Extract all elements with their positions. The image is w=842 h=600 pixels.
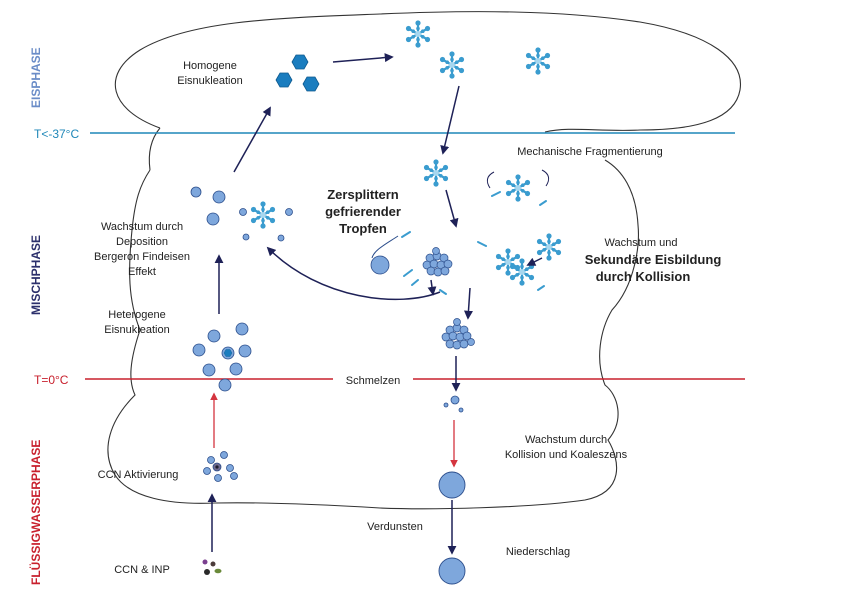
label-homogene-line2: Eisnukleation <box>177 75 242 87</box>
label-wachstum-sek-line1: Wachstum und <box>605 237 678 249</box>
label-schmelzen: Schmelzen <box>346 375 400 387</box>
aerosol-particle-icon <box>202 559 222 575</box>
hexagon-ice-icon <box>302 76 320 92</box>
fragment-curve-right <box>541 169 550 187</box>
temp-label-minus37: T<-37°C <box>34 127 79 141</box>
snowflake-icon <box>508 257 536 287</box>
label-niederschlag: Niederschlag <box>506 546 570 558</box>
phase-label-fluessig: FLÜSSIGWASSERPHASE <box>28 440 43 585</box>
raindrop-precipitation <box>438 557 466 585</box>
snowflake-icon <box>249 200 277 230</box>
phase-label-misch: MISCHPHASE <box>29 235 43 315</box>
arrow-collision-to-cluster <box>526 257 543 266</box>
droplet-group-deposition <box>190 186 293 242</box>
label-wachstum-deposition-line1: Wachstum durch <box>101 221 183 233</box>
hexagon-ice-icon <box>223 349 233 357</box>
arrow-splinter-back <box>266 246 441 301</box>
droplet-group-heterogeneous <box>192 322 252 392</box>
label-zersplittern-line2: gefrierender <box>325 204 401 219</box>
liquid-arrows <box>210 392 458 468</box>
label-verdunsten: Verdunsten <box>367 521 423 533</box>
snowflake-icon <box>524 46 552 76</box>
label-zersplittern-line1: Zersplittern <box>327 187 399 202</box>
label-wachstum-kollision-line2: Kollision und Koaleszens <box>505 449 628 461</box>
phase-label-eis: EISPHASE <box>29 47 43 108</box>
snowflake-icon <box>494 247 522 277</box>
label-ccn-inp: CCN & INP <box>114 564 170 576</box>
label-wachstum-sek-line2: Sekundäre Eisbildung <box>585 252 722 267</box>
mixed-cloud-outline <box>107 159 639 510</box>
arrow-deposition-to-homog <box>233 106 271 173</box>
label-wachstum-sek-line3: durch Kollision <box>596 269 691 284</box>
arrow-flakes-down <box>440 85 460 155</box>
arrow-flake-to-riming <box>445 189 459 228</box>
snowflake-icon <box>504 173 532 203</box>
hexagon-ice-icon <box>291 54 309 70</box>
freezing-droplet-icon <box>370 235 399 275</box>
snowflake-icon <box>535 232 563 262</box>
label-heterogene-line1: Heterogene <box>108 309 166 321</box>
label-heterogene-line2: Eisnukleation <box>104 324 169 336</box>
label-wachstum-kollision-line1: Wachstum durch <box>525 434 607 446</box>
droplet-group-melting <box>443 395 464 413</box>
fragment-curve-left <box>486 171 495 189</box>
ice-cloud-outline <box>114 11 741 133</box>
label-mechanische-fragmentierung: Mechanische Fragmentierung <box>517 146 663 158</box>
snowflake-icon <box>438 50 466 80</box>
label-wachstum-deposition-line2: Deposition <box>116 236 168 248</box>
process-arrows <box>207 53 543 555</box>
label-homogene-line1: Homogene <box>183 60 237 72</box>
graupel-icon <box>422 247 453 277</box>
graupel-icon <box>441 318 475 350</box>
arrow-riming-small <box>427 279 437 296</box>
ice-fragments-icon <box>401 191 547 295</box>
hexagon-ice-icon <box>275 72 293 88</box>
snowflake-icon <box>422 158 450 188</box>
arrow-riming-to-graupel <box>463 287 473 320</box>
arrow-homog-to-flakes <box>332 53 394 63</box>
raindrop-large <box>438 471 466 499</box>
label-zersplittern-line3: Tropfen <box>339 221 387 236</box>
label-wachstum-deposition-line4: Effekt <box>128 266 156 278</box>
snowflake-icon <box>404 19 432 49</box>
label-wachstum-deposition-line3: Bergeron Findeisen <box>94 251 190 263</box>
ice-cloud-left-stem <box>148 127 161 171</box>
droplet-group-ccn <box>203 451 238 482</box>
label-ccn-aktivierung: CCN Aktivierung <box>98 469 179 481</box>
temp-label-zero: T=0°C <box>34 373 69 387</box>
